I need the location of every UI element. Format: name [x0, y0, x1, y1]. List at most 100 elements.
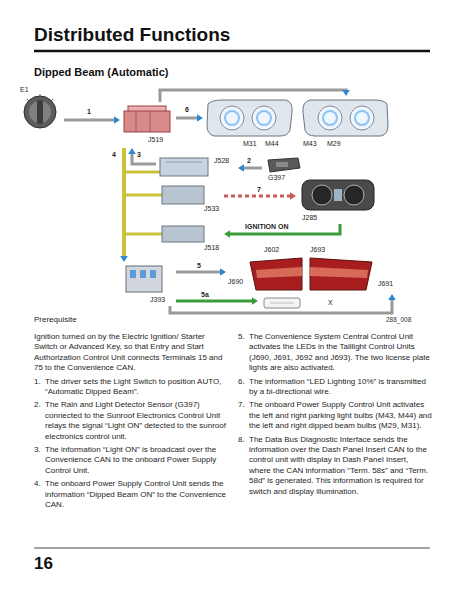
callout-label: X: [328, 299, 333, 307]
text-column: 5.The Convenience System Central Control…: [238, 332, 432, 500]
connector-line: [122, 148, 126, 258]
title-rule: [34, 50, 430, 53]
step-callout: 2: [246, 157, 252, 165]
step-text: The Data Bus Diagnostic Interface sends …: [249, 435, 432, 497]
light-switch: [24, 94, 56, 128]
control-unit-node: J528: [156, 154, 238, 180]
page-title: Distributed Functions: [34, 24, 230, 46]
rain-light-sensor: [268, 158, 300, 172]
connector-line: [160, 90, 346, 102]
control-unit: [160, 158, 208, 242]
step-callout: 5a: [200, 291, 210, 299]
arrow-head: [252, 297, 258, 305]
step-number: 7.: [238, 400, 245, 410]
connector: [176, 114, 203, 122]
step-callout: 5: [196, 262, 202, 270]
list-item: 6.The information “LED Lighting 10%” is …: [238, 377, 432, 398]
connector-line: [242, 167, 262, 170]
headlight-node: M31 M44: [203, 96, 297, 151]
taillight-node: J693J691: [306, 244, 406, 294]
list-item: 4. The onboard Power Supply Control Unit …: [34, 479, 226, 510]
step-number: 1.: [34, 377, 41, 387]
list-item: 3. The information “Light ON” is broadcas…: [34, 445, 226, 476]
control-unit-node: J533: [158, 183, 224, 215]
taillight-node: J602J690: [226, 244, 306, 294]
control-unit: [124, 106, 170, 132]
step-number: 3.: [34, 445, 41, 455]
step-number: 8.: [238, 435, 245, 445]
connector: [176, 297, 258, 305]
callout-label: J691: [378, 280, 393, 288]
figure-label: Prerequisite: [34, 315, 77, 324]
step-number: 5.: [238, 332, 245, 342]
footer-rule: [34, 548, 430, 549]
headlight-node: M43 M29: [299, 96, 393, 151]
callout-label: M43: [303, 140, 317, 148]
figure-number: 288_008: [386, 316, 411, 323]
callout-label: J285: [302, 214, 317, 222]
instrument-cluster-node: J285: [296, 176, 380, 224]
body-paragraph: Ignition turned on by the Electric Ignit…: [34, 332, 226, 374]
arrow-head: [128, 148, 136, 154]
callout-label: M29: [327, 140, 341, 148]
callout-label: J693: [310, 246, 325, 254]
step-callout: 7: [256, 186, 262, 194]
connector-line: [170, 298, 392, 313]
step-number: 4.: [34, 479, 41, 489]
list-item: 8. The Data Bus Diagnostic Interface send…: [238, 435, 432, 497]
step-callout: 1: [86, 108, 92, 116]
list-item: 2. The Rain and Light Detector Sensor (G3…: [34, 400, 226, 442]
control-unit-node: J393: [120, 262, 176, 306]
connector: [224, 224, 340, 238]
callout-label: J518: [204, 244, 219, 252]
step-callout: IGNITION ON: [244, 223, 290, 231]
callout-label: J533: [204, 205, 219, 213]
section-heading: Dipped Beam (Automatic): [34, 66, 168, 78]
step-text: The onboard Power Supply Control Unit ac…: [249, 400, 432, 431]
can-bus-branches: [124, 172, 162, 234]
list-item: 1.The driver sets the Light Switch to po…: [34, 377, 226, 398]
arrow-head: [290, 192, 296, 200]
callout-label: J528: [214, 157, 229, 165]
connector-line: [224, 195, 292, 198]
headlight: [207, 100, 388, 136]
connector: [64, 116, 120, 124]
control-unit-node: J519: [120, 102, 176, 148]
connector-line: [64, 119, 116, 122]
step-number: 2.: [34, 400, 41, 410]
arrow-head: [224, 230, 230, 238]
callout-label: J519: [148, 136, 163, 144]
control-unit: [126, 266, 162, 292]
step-text: The Rain and Light Detector Sensor (G397…: [45, 400, 226, 442]
connector: [238, 164, 262, 172]
connector: [120, 148, 128, 262]
list-item: 5.The Convenience System Central Control…: [238, 332, 432, 374]
license-plate-light: [264, 298, 300, 308]
connector: [160, 90, 350, 102]
license-light-node: X: [258, 296, 338, 310]
connector: [128, 148, 156, 164]
step-text: The onboard Power Supply Control Unit se…: [45, 479, 226, 510]
step-text: The information “LED Lighting 10%” is tr…: [249, 377, 432, 398]
step-callout: 3: [136, 151, 142, 159]
list-item: 7. The onboard Power Supply Control Unit …: [238, 400, 432, 431]
sensor-node: G397: [262, 155, 306, 187]
callout-label: G397: [268, 174, 285, 182]
arrow-head: [220, 268, 226, 276]
connector-line: [228, 224, 340, 234]
arrow-head: [238, 164, 244, 172]
control-unit-node: J518: [158, 222, 224, 254]
connector-line: [132, 152, 156, 164]
callout-label: J393: [150, 296, 165, 304]
text-column: Ignition turned on by the Electric Ignit…: [34, 332, 226, 514]
arrow-head: [114, 116, 120, 124]
page-number: 16: [34, 554, 53, 574]
callout-label: J602: [264, 246, 279, 254]
connector-line: [176, 300, 254, 303]
callout-label: M31: [243, 140, 257, 148]
arrow-head: [388, 294, 396, 300]
callout-label: M44: [265, 140, 279, 148]
switch-node: E1: [16, 86, 64, 130]
step-text: The information “Light ON” is broadcast …: [45, 445, 226, 476]
